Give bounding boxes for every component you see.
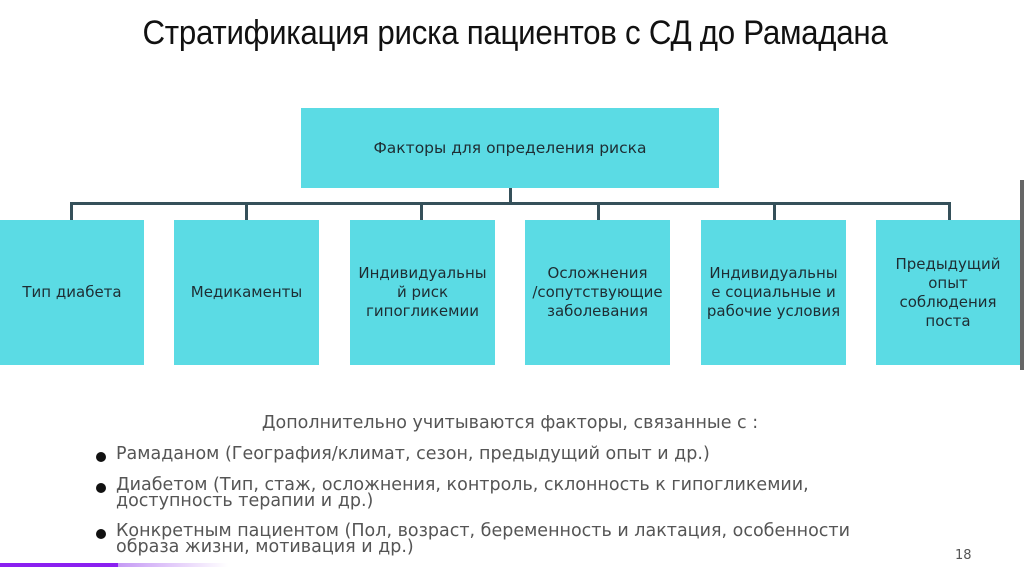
bullet-line-1: Диабетом (Тип, стаж, осложнения, контрол… bbox=[116, 475, 809, 495]
factor-box-medications: Медикаменты bbox=[174, 220, 319, 365]
connector-drop-6 bbox=[948, 202, 951, 220]
connector-drop-4 bbox=[597, 202, 600, 220]
bullet-line-1: Рамаданом (География/климат, сезон, пред… bbox=[116, 444, 710, 464]
bullet-line-2: доступность терапии и др.) bbox=[116, 491, 374, 511]
connector-drop-5 bbox=[773, 202, 776, 220]
progress-bar bbox=[0, 563, 118, 567]
connector-drop-3 bbox=[420, 202, 423, 220]
bullet-text: Рамаданом (География/климат, сезон, пред… bbox=[116, 444, 710, 464]
bullet-text: Диабетом (Тип, стаж, осложнения, контрол… bbox=[116, 475, 809, 511]
progress-bar-trail bbox=[118, 563, 228, 567]
root-factor-label: Факторы для определения риска bbox=[373, 138, 647, 157]
bullet-text: Конкретным пациентом (Пол, возраст, бере… bbox=[116, 521, 850, 557]
additional-factors-heading: Дополнительно учитываются факторы, связа… bbox=[261, 413, 759, 433]
bullet-dot-icon bbox=[96, 483, 106, 493]
bullet-dot-icon bbox=[96, 452, 106, 462]
connector-horizontal-bar bbox=[70, 202, 951, 205]
bullet-line-2: образа жизни, мотивация и др.) bbox=[116, 537, 414, 557]
connector-root-stem bbox=[509, 188, 512, 204]
factor-label: Тип диабета bbox=[22, 283, 122, 301]
page-number: 18 bbox=[955, 548, 972, 563]
factor-label: Медикаменты bbox=[190, 283, 303, 301]
bullet-line-1: Конкретным пациентом (Пол, возраст, бере… bbox=[116, 521, 850, 541]
root-factor-box: Факторы для определения риска bbox=[301, 108, 719, 188]
window-edge-scrollbar[interactable] bbox=[1020, 180, 1024, 370]
factor-box-diabetes-type: Тип диабета bbox=[0, 220, 144, 365]
connector-drop-2 bbox=[245, 202, 248, 220]
bullet-dot-icon bbox=[96, 529, 106, 539]
slide-title: Стратификация риска пациентов с СД до Ра… bbox=[142, 14, 888, 52]
connector-drop-1 bbox=[70, 202, 73, 220]
